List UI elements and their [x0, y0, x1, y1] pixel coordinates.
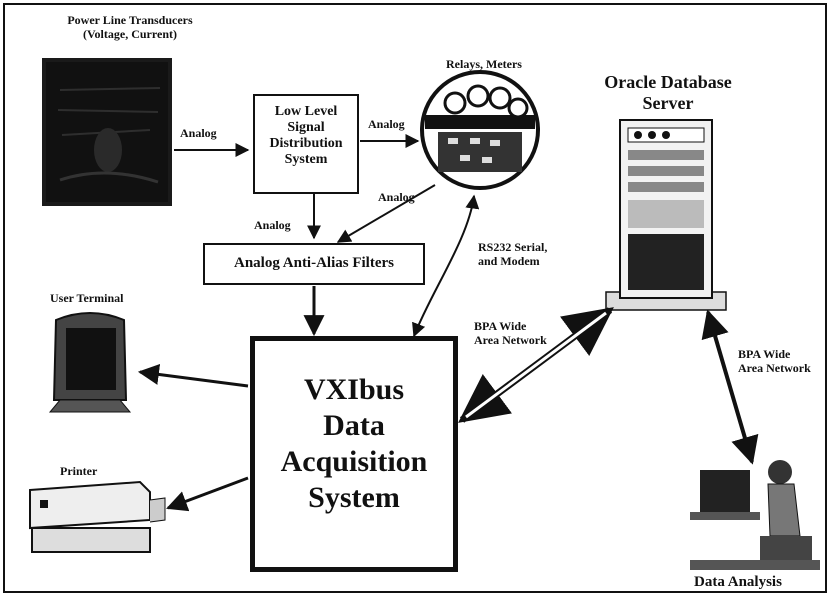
printer-label: Printer [60, 465, 97, 479]
antialias-label: Analog Anti-Alias Filters [204, 255, 424, 272]
bpa-wan-label-2: BPA Wide Area Network [738, 348, 811, 376]
arrow-vxi-to-printer [168, 478, 248, 508]
relays-meters-label: Relays, Meters [446, 58, 522, 72]
oracle-server-label: Oracle Database Server [578, 72, 758, 113]
bpa-wan-label-1: BPA Wide Area Network [474, 320, 547, 348]
relays-meters-image [422, 72, 538, 188]
lowlevel-signal-label: Low Level Signal Distribution System [254, 104, 358, 168]
transducers-image [42, 58, 172, 206]
arrow-server-to-analysis [708, 312, 752, 462]
analog-label-4: Analog [254, 219, 291, 233]
transducers-title: Power Line Transducers (Voltage, Current… [40, 14, 220, 42]
arrow-vxi-to-terminal [140, 372, 248, 386]
data-analysis-label: Data Analysis [694, 574, 782, 591]
printer-image [30, 482, 165, 552]
oracle-server-image [606, 120, 726, 310]
data-analysis-image [690, 460, 820, 570]
rs232-label: RS232 Serial, and Modem [478, 241, 547, 269]
analog-label-3: Analog [378, 191, 415, 205]
user-terminal-image [50, 313, 130, 412]
analog-label-2: Analog [368, 118, 405, 132]
user-terminal-label: User Terminal [50, 292, 123, 306]
analog-label-1: Analog [180, 127, 217, 141]
vxibus-label: VXIbus Data Acquisition System [255, 372, 453, 516]
